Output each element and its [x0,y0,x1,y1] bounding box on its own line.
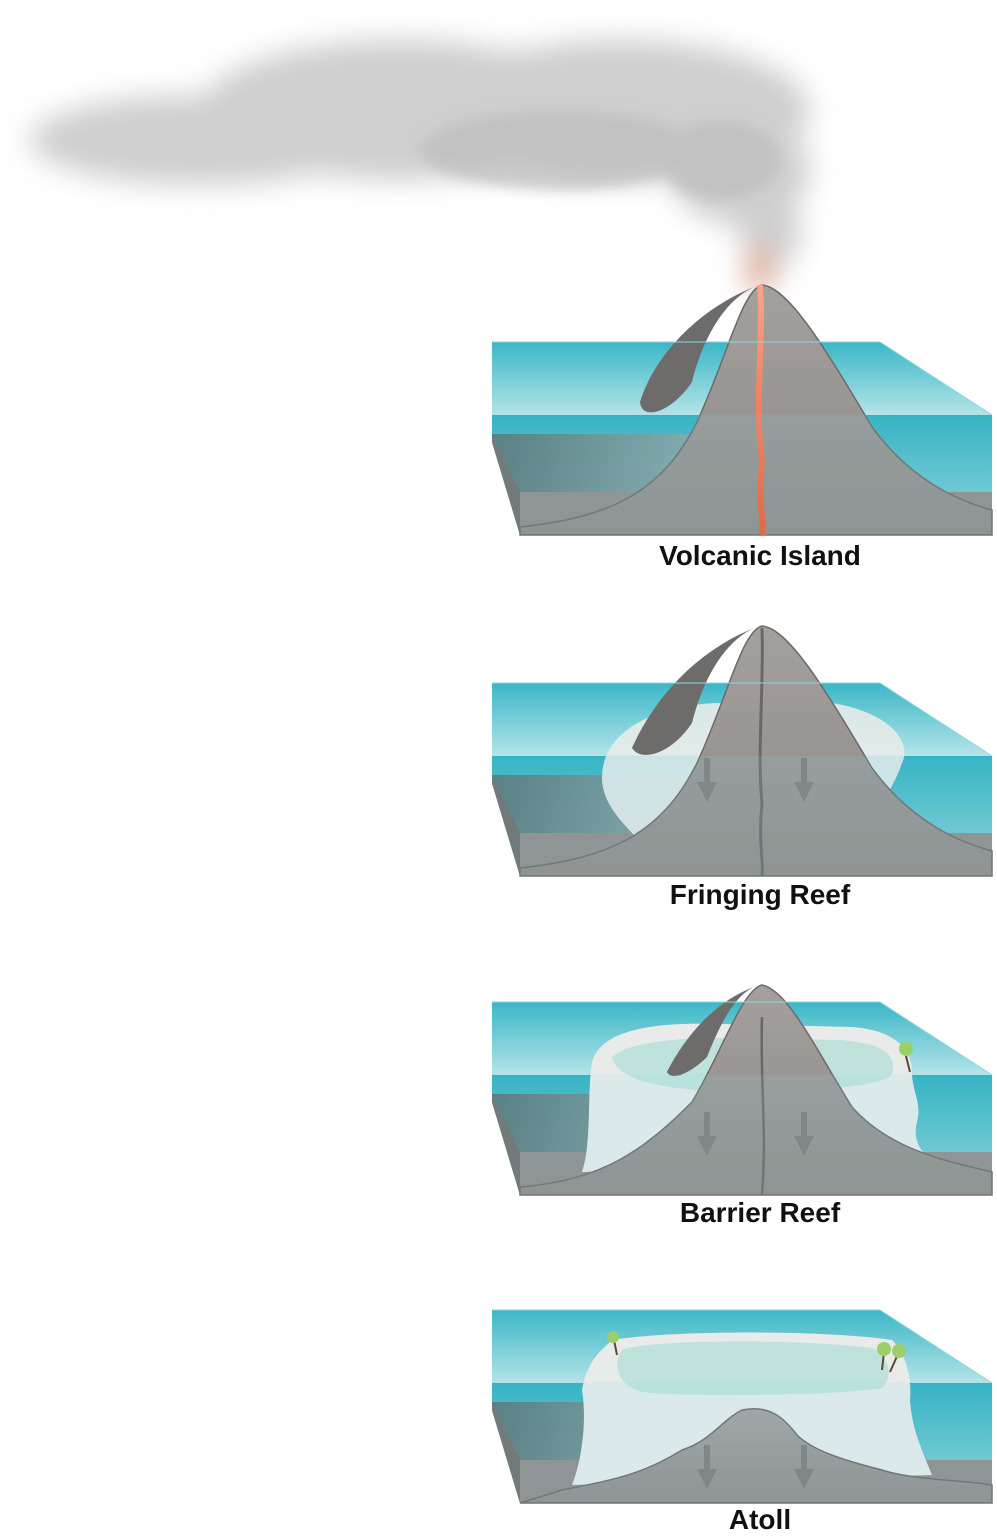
palm-tree-icon [607,1331,619,1356]
stage-label-barrier-reef: Barrier Reef [679,1197,841,1228]
fringing-reef-illustration [491,625,993,877]
stage-label-volcanic-island: Volcanic Island [659,540,861,571]
volcanic-island-illustration [491,284,993,536]
barrier-reef-illustration [491,984,993,1196]
palm-tree-icon [877,1342,891,1371]
palm-tree-icon [899,1042,913,1073]
stage-label-atoll: Atoll [728,1504,792,1535]
palm-tree-icon [889,1344,906,1373]
stage-label-fringing-reef: Fringing Reef [669,879,851,910]
atoll-illustration [491,1309,993,1504]
